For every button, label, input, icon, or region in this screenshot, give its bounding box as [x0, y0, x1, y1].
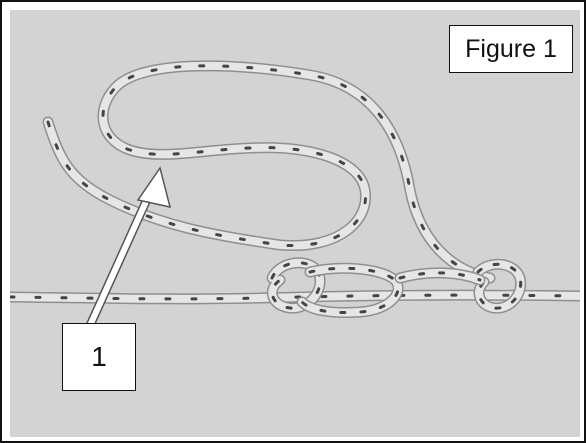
callout-number: 1 [62, 323, 136, 391]
rope-working-end [42, 60, 496, 284]
rope-standing-part [10, 289, 580, 305]
figure-caption: Figure 1 [449, 25, 573, 73]
rope-knot [266, 257, 527, 318]
arrow-up-icon [83, 166, 172, 335]
rope-illustration [10, 60, 580, 335]
